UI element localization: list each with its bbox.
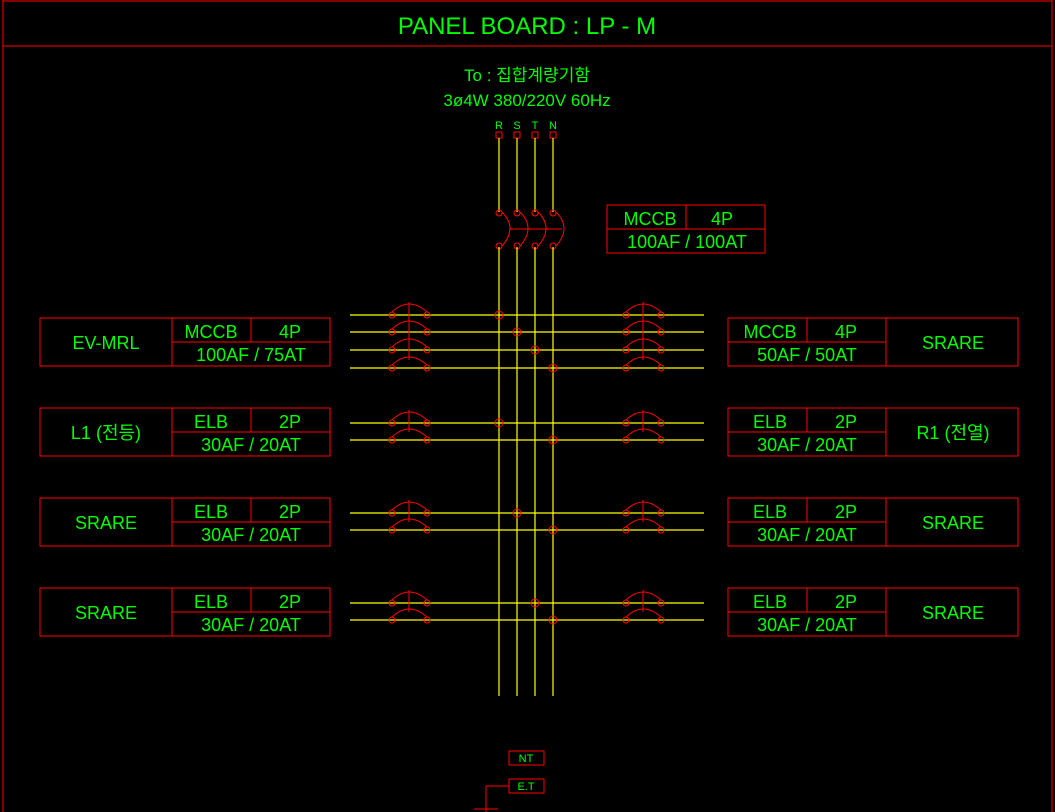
source-label: To : 집합계량기함 xyxy=(464,66,590,85)
circuit-breaker-rating: 50AF / 50AT xyxy=(757,345,857,365)
circuit-breaker-type: ELB xyxy=(753,592,787,612)
circuit-breaker-rating: 30AF / 20AT xyxy=(757,435,857,455)
main-breaker-type: MCCB xyxy=(624,209,677,229)
phase-label-t: T xyxy=(532,120,539,132)
main-breaker-box: MCCB 4P 100AF / 100AT xyxy=(606,204,766,254)
left-circuit-3: SRARE ELB 2P 30AF / 20AT xyxy=(39,497,331,547)
bus-tap-points xyxy=(494,310,558,625)
circuit-breaker-poles: 2P xyxy=(279,592,301,612)
panel-title: PANEL BOARD : LP - M xyxy=(398,13,656,40)
earth-terminal-label: E.T xyxy=(517,781,534,793)
circuit-load-name: L1 (전등) xyxy=(71,423,141,443)
circuit-breaker-type: MCCB xyxy=(185,322,238,342)
circuit-breaker-poles: 4P xyxy=(835,322,857,342)
breaker-symbol-right-1 xyxy=(622,302,665,372)
circuit-breaker-rating: 30AF / 20AT xyxy=(201,525,301,545)
circuit-load-name: SRARE xyxy=(75,603,137,623)
phase-label-n: N xyxy=(549,120,557,132)
circuit-breaker-type: ELB xyxy=(194,412,228,432)
circuit-breaker-type: ELB xyxy=(753,412,787,432)
circuit-breaker-poles: 4P xyxy=(279,322,301,342)
phase-label-r: R xyxy=(495,120,503,132)
circuit-breaker-rating: 30AF / 20AT xyxy=(757,525,857,545)
breaker-symbol-left-2 xyxy=(388,410,431,444)
circuit-load-name: SRARE xyxy=(922,333,984,353)
circuit-load-name: SRARE xyxy=(922,513,984,533)
circuit-breaker-rating: 30AF / 20AT xyxy=(201,615,301,635)
circuit-breaker-rating: 30AF / 20AT xyxy=(757,615,857,635)
breaker-symbol-right-4 xyxy=(622,590,665,624)
circuit-breaker-poles: 2P xyxy=(835,502,857,522)
circuit-breaker-poles: 2P xyxy=(279,412,301,432)
neutral-terminal-label: NT xyxy=(519,753,534,765)
phase-label-s: S xyxy=(513,120,520,132)
circuit-breaker-type: MCCB xyxy=(744,322,797,342)
right-branch-breakers xyxy=(622,302,665,624)
circuit-breaker-poles: 2P xyxy=(835,592,857,612)
left-circuit-4: SRARE ELB 2P 30AF / 20AT xyxy=(39,587,331,637)
main-breaker-symbol xyxy=(495,209,565,250)
right-circuit-3: ELB 2P 30AF / 20AT SRARE xyxy=(727,497,1019,547)
neutral-terminal: NT xyxy=(508,750,545,766)
circuit-load-name: EV-MRL xyxy=(72,333,139,353)
supply-spec: 3ø4W 380/220V 60Hz xyxy=(443,91,610,110)
circuit-breaker-type: ELB xyxy=(194,592,228,612)
breaker-symbol-right-2 xyxy=(622,410,665,444)
circuit-load-name: SRARE xyxy=(922,603,984,623)
circuit-load-name: R1 (전열) xyxy=(916,423,989,443)
breaker-symbol-left-4 xyxy=(388,590,431,624)
incoming-feeders xyxy=(498,138,554,212)
phase-terminals: R S T N xyxy=(495,120,557,139)
earth-terminal: E.T xyxy=(474,778,545,812)
right-circuit-1: MCCB 4P 50AF / 50AT SRARE xyxy=(727,317,1019,367)
left-circuit-1: EV-MRL MCCB 4P 100AF / 75AT xyxy=(39,317,331,367)
circuit-breaker-rating: 30AF / 20AT xyxy=(201,435,301,455)
circuit-breaker-type: ELB xyxy=(753,502,787,522)
circuit-breaker-poles: 2P xyxy=(279,502,301,522)
main-breaker-rating: 100AF / 100AT xyxy=(627,232,747,252)
branch-lines xyxy=(350,314,704,621)
breaker-symbol-left-1 xyxy=(388,302,431,372)
right-circuit-4: ELB 2P 30AF / 20AT SRARE xyxy=(727,587,1019,637)
breaker-symbol-left-3 xyxy=(388,500,431,534)
circuit-breaker-poles: 2P xyxy=(835,412,857,432)
right-circuit-2: ELB 2P 30AF / 20AT R1 (전열) xyxy=(727,407,1019,457)
circuit-breaker-type: ELB xyxy=(194,502,228,522)
left-circuit-2: L1 (전등) ELB 2P 30AF / 20AT xyxy=(39,407,331,457)
circuit-load-name: SRARE xyxy=(75,513,137,533)
circuit-breaker-rating: 100AF / 75AT xyxy=(196,345,306,365)
main-breaker-poles: 4P xyxy=(711,209,733,229)
bus-bars xyxy=(498,247,554,696)
left-branch-breakers xyxy=(388,302,431,624)
breaker-symbol-right-3 xyxy=(622,500,665,534)
